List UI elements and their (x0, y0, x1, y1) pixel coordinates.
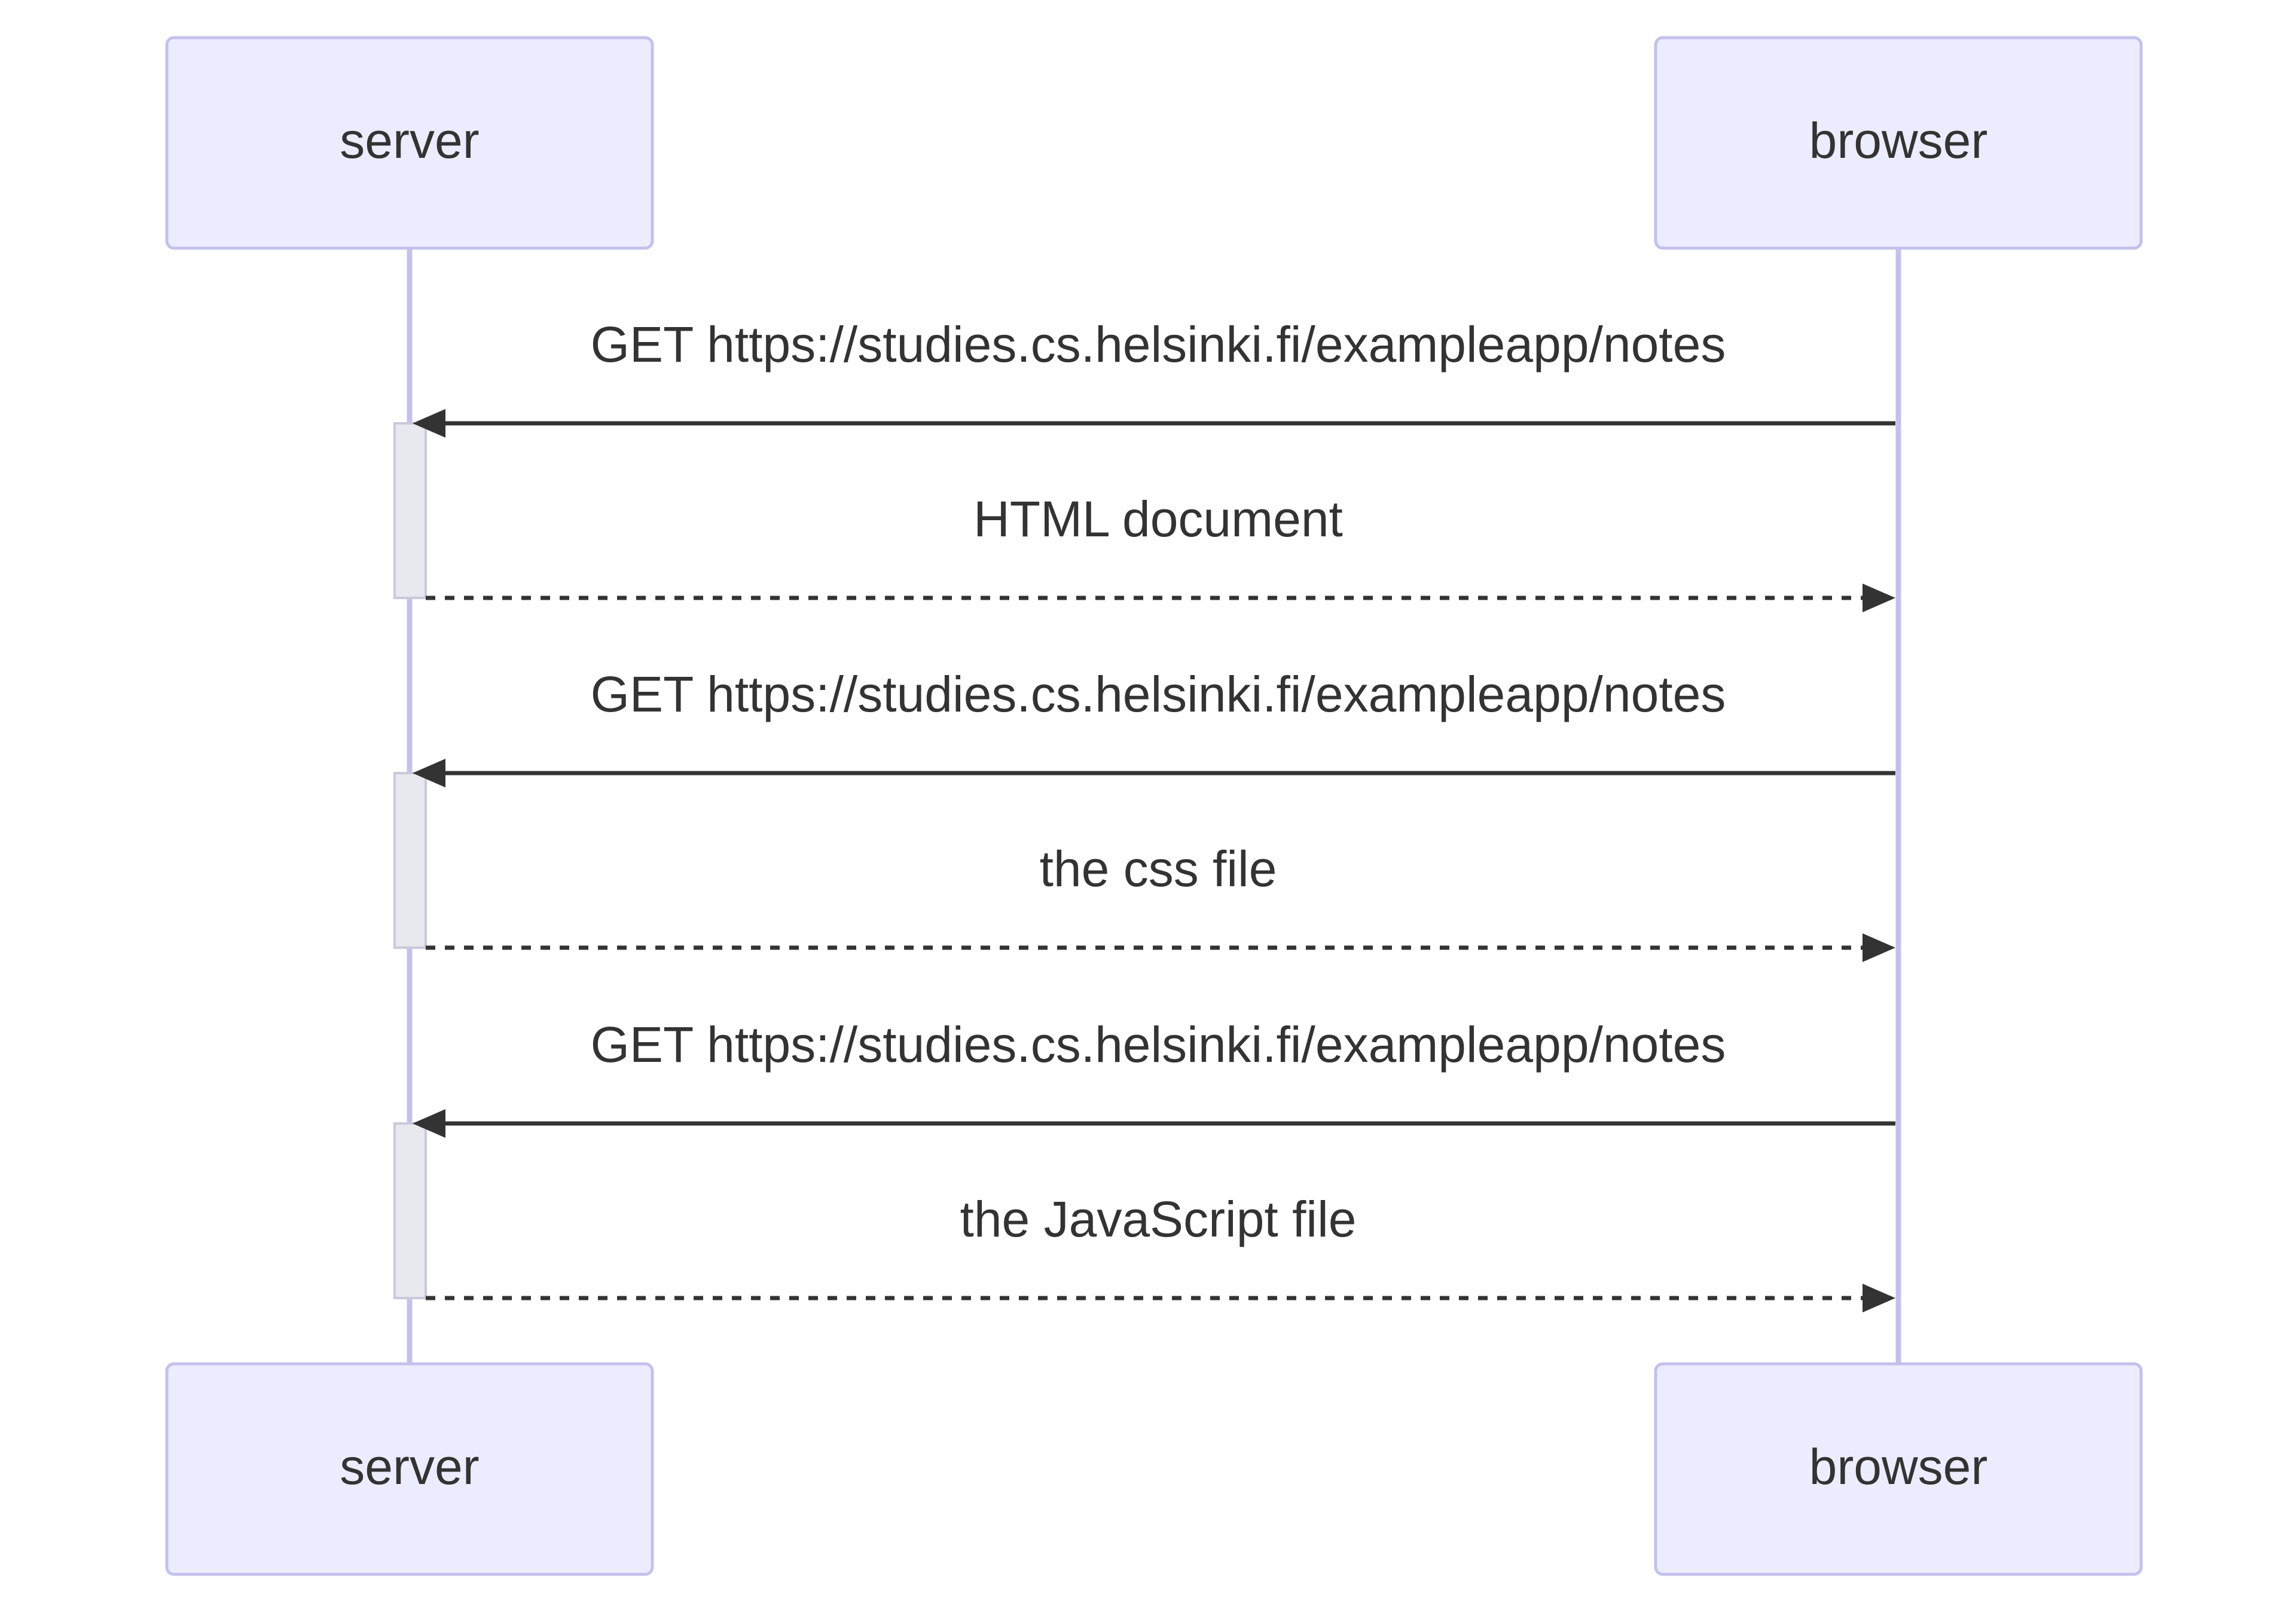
activation-server-2 (393, 772, 427, 949)
message-4-arrowhead (1863, 933, 1895, 962)
message-5: GET https://studies.cs.helsinki.fi/examp… (413, 1016, 1895, 1138)
message-4: the css file (426, 841, 1895, 962)
actor-browser-top: browser (1654, 36, 2143, 250)
message-6-arrowhead (1863, 1284, 1895, 1312)
message-5-arrowhead (413, 1109, 445, 1138)
message-3-arrowhead (413, 759, 445, 787)
message-2: HTML document (426, 491, 1895, 612)
actor-browser-bottom-label: browser (1809, 1439, 1988, 1495)
message-2-arrowhead (1863, 584, 1895, 612)
actor-server-top-label: server (340, 112, 479, 169)
message-1-label: GET https://studies.cs.helsinki.fi/examp… (591, 316, 1726, 372)
message-3-label: GET https://studies.cs.helsinki.fi/examp… (591, 666, 1726, 722)
message-2-label: HTML document (973, 491, 1343, 547)
message-6-label: the JavaScript file (960, 1191, 1357, 1247)
activation-server-1 (393, 422, 427, 599)
actor-server-top: server (165, 36, 654, 250)
message-3: GET https://studies.cs.helsinki.fi/examp… (413, 666, 1895, 787)
message-1: GET https://studies.cs.helsinki.fi/examp… (413, 316, 1895, 438)
activation-server-3 (393, 1122, 427, 1299)
message-1-arrowhead (413, 409, 445, 438)
actor-browser-bottom: browser (1654, 1362, 2143, 1576)
message-5-label: GET https://studies.cs.helsinki.fi/examp… (591, 1016, 1726, 1073)
actor-server-bottom-label: server (340, 1439, 479, 1495)
message-4-label: the css file (1040, 841, 1277, 897)
actor-server-bottom: server (165, 1362, 654, 1576)
message-6: the JavaScript file (426, 1191, 1895, 1312)
actor-browser-top-label: browser (1809, 112, 1988, 169)
